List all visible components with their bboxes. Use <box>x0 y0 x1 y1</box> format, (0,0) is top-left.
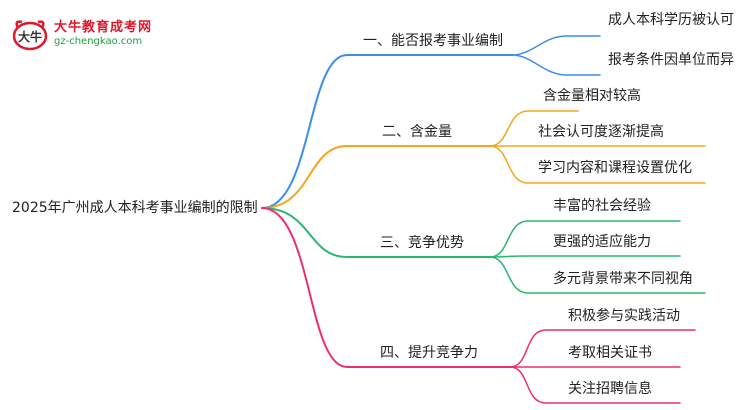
leaf-1-1: 成人本科学历被认可 <box>608 12 734 28</box>
branch-2: 二、含金量 <box>382 124 452 140</box>
branch-1-connector <box>261 54 513 209</box>
branch-3: 三、竞争优势 <box>380 235 464 251</box>
leaf-3-2: 更强的适应能力 <box>553 234 651 250</box>
branch-2-connector <box>261 145 491 209</box>
leaf-4-3-connector <box>509 366 681 404</box>
watermark-url: gz-chengkao.com <box>54 36 143 47</box>
svg-text:大牛: 大牛 <box>18 29 42 44</box>
leaf-2-3: 学习内容和课程设置优化 <box>538 160 692 176</box>
leaf-3-1: 丰富的社会经验 <box>553 198 651 214</box>
leaf-4-3: 关注招聘信息 <box>568 381 652 397</box>
watermark: 大牛 大牛教育成考网 gz-chengkao.com <box>10 14 180 54</box>
leaf-2-1: 含金量相对较高 <box>543 88 641 104</box>
leaf-3-3-connector <box>489 256 706 294</box>
leaf-3-1-connector <box>489 220 681 258</box>
leaf-1-1-connector <box>511 35 601 56</box>
leaf-4-1-connector <box>509 329 696 368</box>
branch-1: 一、能否报考事业编制 <box>363 33 503 49</box>
leaf-4-2: 考取相关证书 <box>568 345 652 361</box>
branch-4-connector <box>261 207 511 368</box>
leaf-1-2: 报考条件因单位而异 <box>608 52 734 68</box>
bull-logo-icon: 大牛 <box>12 20 48 51</box>
watermark-title: 大牛教育成考网 <box>54 20 153 35</box>
branch-3-connector <box>261 207 491 258</box>
leaf-2-1-connector <box>489 110 579 147</box>
leaf-2-2: 社会认可度逐渐提高 <box>538 124 664 140</box>
branch-4: 四、提升竞争力 <box>380 345 478 361</box>
leaf-2-3-connector <box>489 145 706 184</box>
leaf-1-2-connector <box>511 54 601 76</box>
leaf-4-1: 积极参与实践活动 <box>568 308 680 324</box>
leaf-3-2-connector <box>489 255 681 258</box>
root-node: 2025年广州成人本科考事业编制的限制 <box>12 200 258 216</box>
leaf-3-3: 多元背景带来不同视角 <box>553 271 693 287</box>
